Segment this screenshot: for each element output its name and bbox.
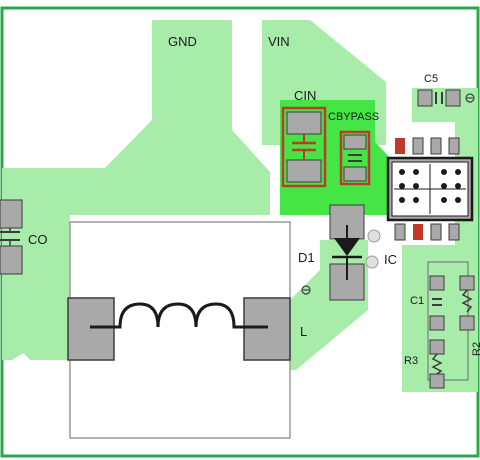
inductor-l [67,297,291,361]
c1-capacitor [429,275,445,331]
cin-capacitor [281,106,327,188]
d1-diode [329,204,365,301]
label-c1: C1 [410,295,424,307]
label-r2: R2 [471,342,480,356]
d1-polarity-mark [301,285,311,295]
label-gnd: GND [168,34,197,49]
c5-polarity-mark [465,93,475,103]
label-co: CO [28,232,48,247]
label-cin: CIN [294,88,316,103]
r3-resistor [429,339,445,389]
label-ic: IC [384,252,397,267]
label-d1: D1 [298,250,315,265]
c5-capacitor [417,89,475,107]
via [365,255,379,269]
via [367,229,381,243]
co-capacitor [0,199,23,275]
label-r3: R3 [404,355,418,367]
ic-package [386,137,474,241]
r2-resistor [459,275,475,331]
label-vin: VIN [268,34,290,49]
cbypass-capacitor [339,130,371,186]
label-c5: C5 [424,73,438,85]
gnd-copper-pour [2,20,270,360]
label-cbypass: CBYPASS [328,111,379,123]
gnd-lower-strip [2,262,70,360]
label-l: L [300,324,307,339]
